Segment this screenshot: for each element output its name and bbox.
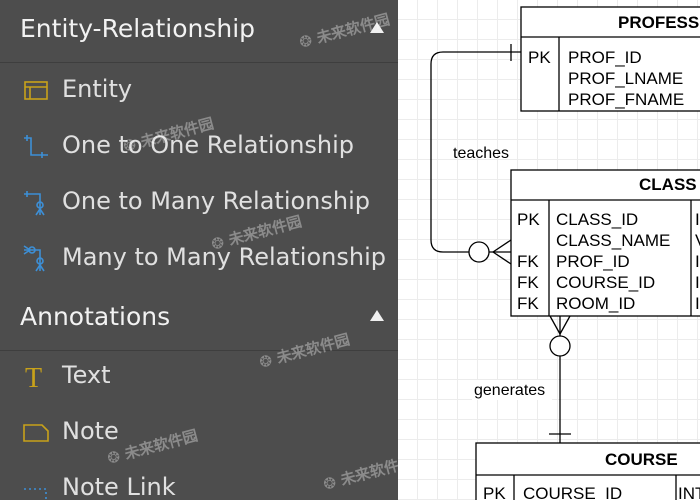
shape-item-label: Many to Many Relationship: [62, 243, 386, 271]
table-title: PROFESS: [618, 13, 699, 32]
field-cell: COURSE_ID: [556, 273, 655, 292]
key-cell: FK: [517, 273, 539, 292]
field-cell: COURSE_ID: [523, 484, 622, 500]
section-header-annotations[interactable]: Annotations: [0, 288, 398, 351]
relationship-teaches[interactable]: teaches: [430, 44, 521, 265]
shape-item-label: Entity: [62, 75, 133, 103]
type-cell: I: [695, 273, 700, 292]
section-title: Entity-Relationship: [20, 14, 256, 43]
key-cell: PK: [517, 210, 540, 229]
note-icon: [22, 419, 50, 447]
diagram-canvas[interactable]: PROFESS PK PROF_ID PROF_LNAME PROF_FNAME…: [398, 0, 700, 500]
one-to-one-icon: [22, 133, 50, 161]
field-cell: PROF_FNAME: [568, 90, 684, 109]
type-cell: I: [695, 294, 700, 313]
field-cell: PROF_ID: [568, 48, 642, 67]
shape-item-many-to-many[interactable]: Many to Many Relationship: [0, 232, 398, 288]
note-link-icon: [22, 475, 50, 500]
type-cell: V: [695, 231, 700, 250]
shape-item-entity[interactable]: Entity: [0, 64, 398, 120]
key-cell: PK: [483, 484, 506, 500]
table-title: COURSE: [605, 450, 678, 469]
shape-item-one-to-many[interactable]: One to Many Relationship: [0, 176, 398, 232]
shape-item-text[interactable]: T Text: [0, 350, 398, 406]
field-cell: PROF_LNAME: [568, 69, 683, 88]
shape-item-label: One to Many Relationship: [62, 187, 371, 215]
section-title: Annotations: [20, 302, 171, 331]
type-cell: INT: [678, 484, 700, 500]
collapse-arrow-icon[interactable]: [370, 310, 384, 321]
type-cell: I: [695, 210, 700, 229]
key-cell: FK: [517, 252, 539, 271]
many-to-many-icon: [22, 245, 50, 273]
shape-item-note[interactable]: Note: [0, 406, 398, 462]
table-title: CLASS: [639, 175, 697, 194]
entity-class[interactable]: CLASS PK CLASS_ID I CLASS_NAME V FK PROF…: [510, 169, 700, 317]
shape-library-panel: Entity-Relationship Entity One to One Re…: [0, 0, 398, 500]
relationship-label: generates: [474, 382, 545, 399]
field-cell: CLASS_ID: [556, 210, 638, 229]
field-cell: ROOM_ID: [556, 294, 635, 313]
key-cell: PK: [528, 48, 551, 67]
shape-item-note-link[interactable]: Note Link: [0, 462, 398, 500]
er-diagram: PROFESS PK PROF_ID PROF_LNAME PROF_FNAME…: [430, 6, 700, 500]
shape-item-label: Text: [62, 361, 111, 389]
key-cell: FK: [517, 294, 539, 313]
relationship-generates[interactable]: generates: [472, 315, 571, 443]
field-cell: CLASS_NAME: [556, 231, 670, 250]
shape-item-one-to-one[interactable]: One to One Relationship: [0, 120, 398, 176]
shape-item-label: Note: [62, 417, 119, 445]
text-icon: T: [22, 363, 50, 394]
section-header-entity-relationship[interactable]: Entity-Relationship: [0, 0, 398, 63]
svg-text:T: T: [25, 363, 42, 391]
collapse-arrow-icon[interactable]: [370, 22, 384, 33]
entity-course[interactable]: COURSE PK COURSE_ID INT: [475, 442, 700, 500]
one-to-many-icon: [22, 189, 50, 217]
shape-item-label: One to One Relationship: [62, 131, 355, 159]
relationship-label: teaches: [453, 145, 509, 162]
shape-item-label: Note Link: [62, 473, 176, 500]
entity-icon: [22, 77, 50, 105]
type-cell: I: [695, 252, 700, 271]
entity-professor[interactable]: PROFESS PK PROF_ID PROF_LNAME PROF_FNAME: [520, 6, 700, 112]
field-cell: PROF_ID: [556, 252, 630, 271]
